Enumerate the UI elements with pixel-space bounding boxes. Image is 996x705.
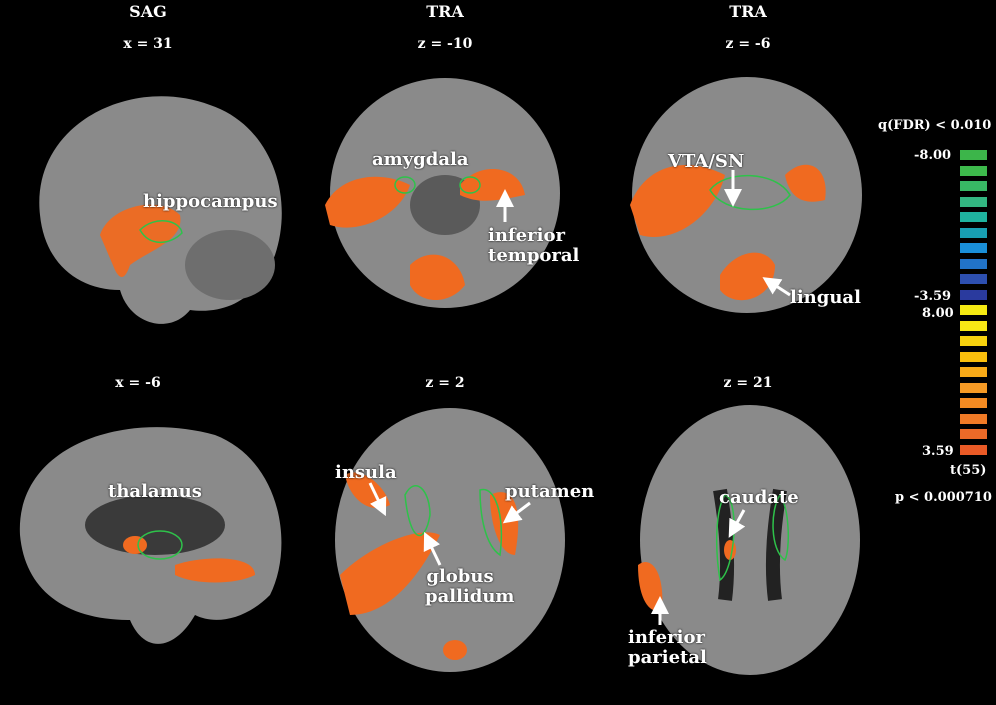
colorbar-swatch	[960, 258, 987, 269]
colorbar-swatch	[960, 196, 987, 207]
colorbar-swatch	[960, 336, 987, 346]
colorbar-swatch	[960, 305, 987, 315]
label-globus-pallidum: globus pallidum	[425, 566, 515, 607]
colorbar-pos-min: 3.59	[922, 444, 954, 459]
brain-sagittal-2	[19, 427, 282, 644]
colorbar-swatch	[960, 367, 987, 377]
slice-label: z = -10	[417, 36, 473, 52]
view-label-sag: SAG	[129, 2, 167, 21]
brain-axial-2	[630, 77, 862, 313]
colorbar-swatch	[960, 398, 987, 408]
colorbar-swatch	[960, 227, 987, 238]
label-thalamus: thalamus	[108, 481, 202, 502]
colorbar-swatch	[960, 351, 987, 362]
label-amygdala: amygdala	[372, 149, 469, 170]
colorbar-swatch	[960, 274, 987, 284]
label-inferior-parietal: inferior parietal	[628, 627, 707, 668]
slice-label: x = 31	[123, 36, 173, 52]
colorbar-threshold: q(FDR) < 0.010	[878, 118, 992, 133]
label-inferior-temporal: inferior temporal	[488, 225, 580, 266]
colorbar-swatch	[960, 289, 987, 300]
colorbar-swatch	[960, 165, 987, 176]
slice-label: x = -6	[115, 375, 161, 391]
label-insula: insula	[335, 462, 397, 483]
colorbar-swatch	[960, 429, 987, 439]
label-vta-sn: VTA/SN	[668, 151, 745, 172]
label-hippocampus: hippocampus	[143, 191, 278, 212]
colorbar-pos-max: 8.00	[922, 306, 954, 321]
slice-label: z = -6	[725, 36, 771, 52]
colorbar-swatch	[960, 212, 987, 222]
label-lingual: lingual	[790, 287, 861, 308]
colorbar-swatch	[960, 150, 987, 160]
view-label-tra-2: TRA	[729, 2, 767, 21]
colorbar-swatch	[960, 382, 987, 393]
colorbar-swatch	[960, 320, 987, 331]
brain-axial-1	[325, 78, 560, 308]
colorbar-neg-min: -3.59	[914, 289, 952, 304]
label-caudate: caudate	[719, 487, 799, 508]
colorbar-neg-max: -8.00	[914, 148, 952, 163]
label-putamen: putamen	[505, 481, 595, 502]
colorbar-swatch	[960, 181, 987, 191]
brain-axial-4	[638, 405, 860, 675]
colorbar-p: p < 0.000710	[895, 490, 992, 505]
colorbar-swatch	[960, 444, 987, 455]
colorbar-swatch	[960, 413, 987, 424]
colorbar-stat: t(55)	[950, 463, 987, 478]
colorbar-swatch	[960, 243, 987, 253]
slice-label: z = 2	[425, 375, 465, 391]
slice-label: z = 21	[723, 375, 773, 391]
view-label-tra: TRA	[426, 2, 464, 21]
activation-blob	[100, 204, 181, 277]
brain-sagittal-1	[39, 96, 282, 324]
